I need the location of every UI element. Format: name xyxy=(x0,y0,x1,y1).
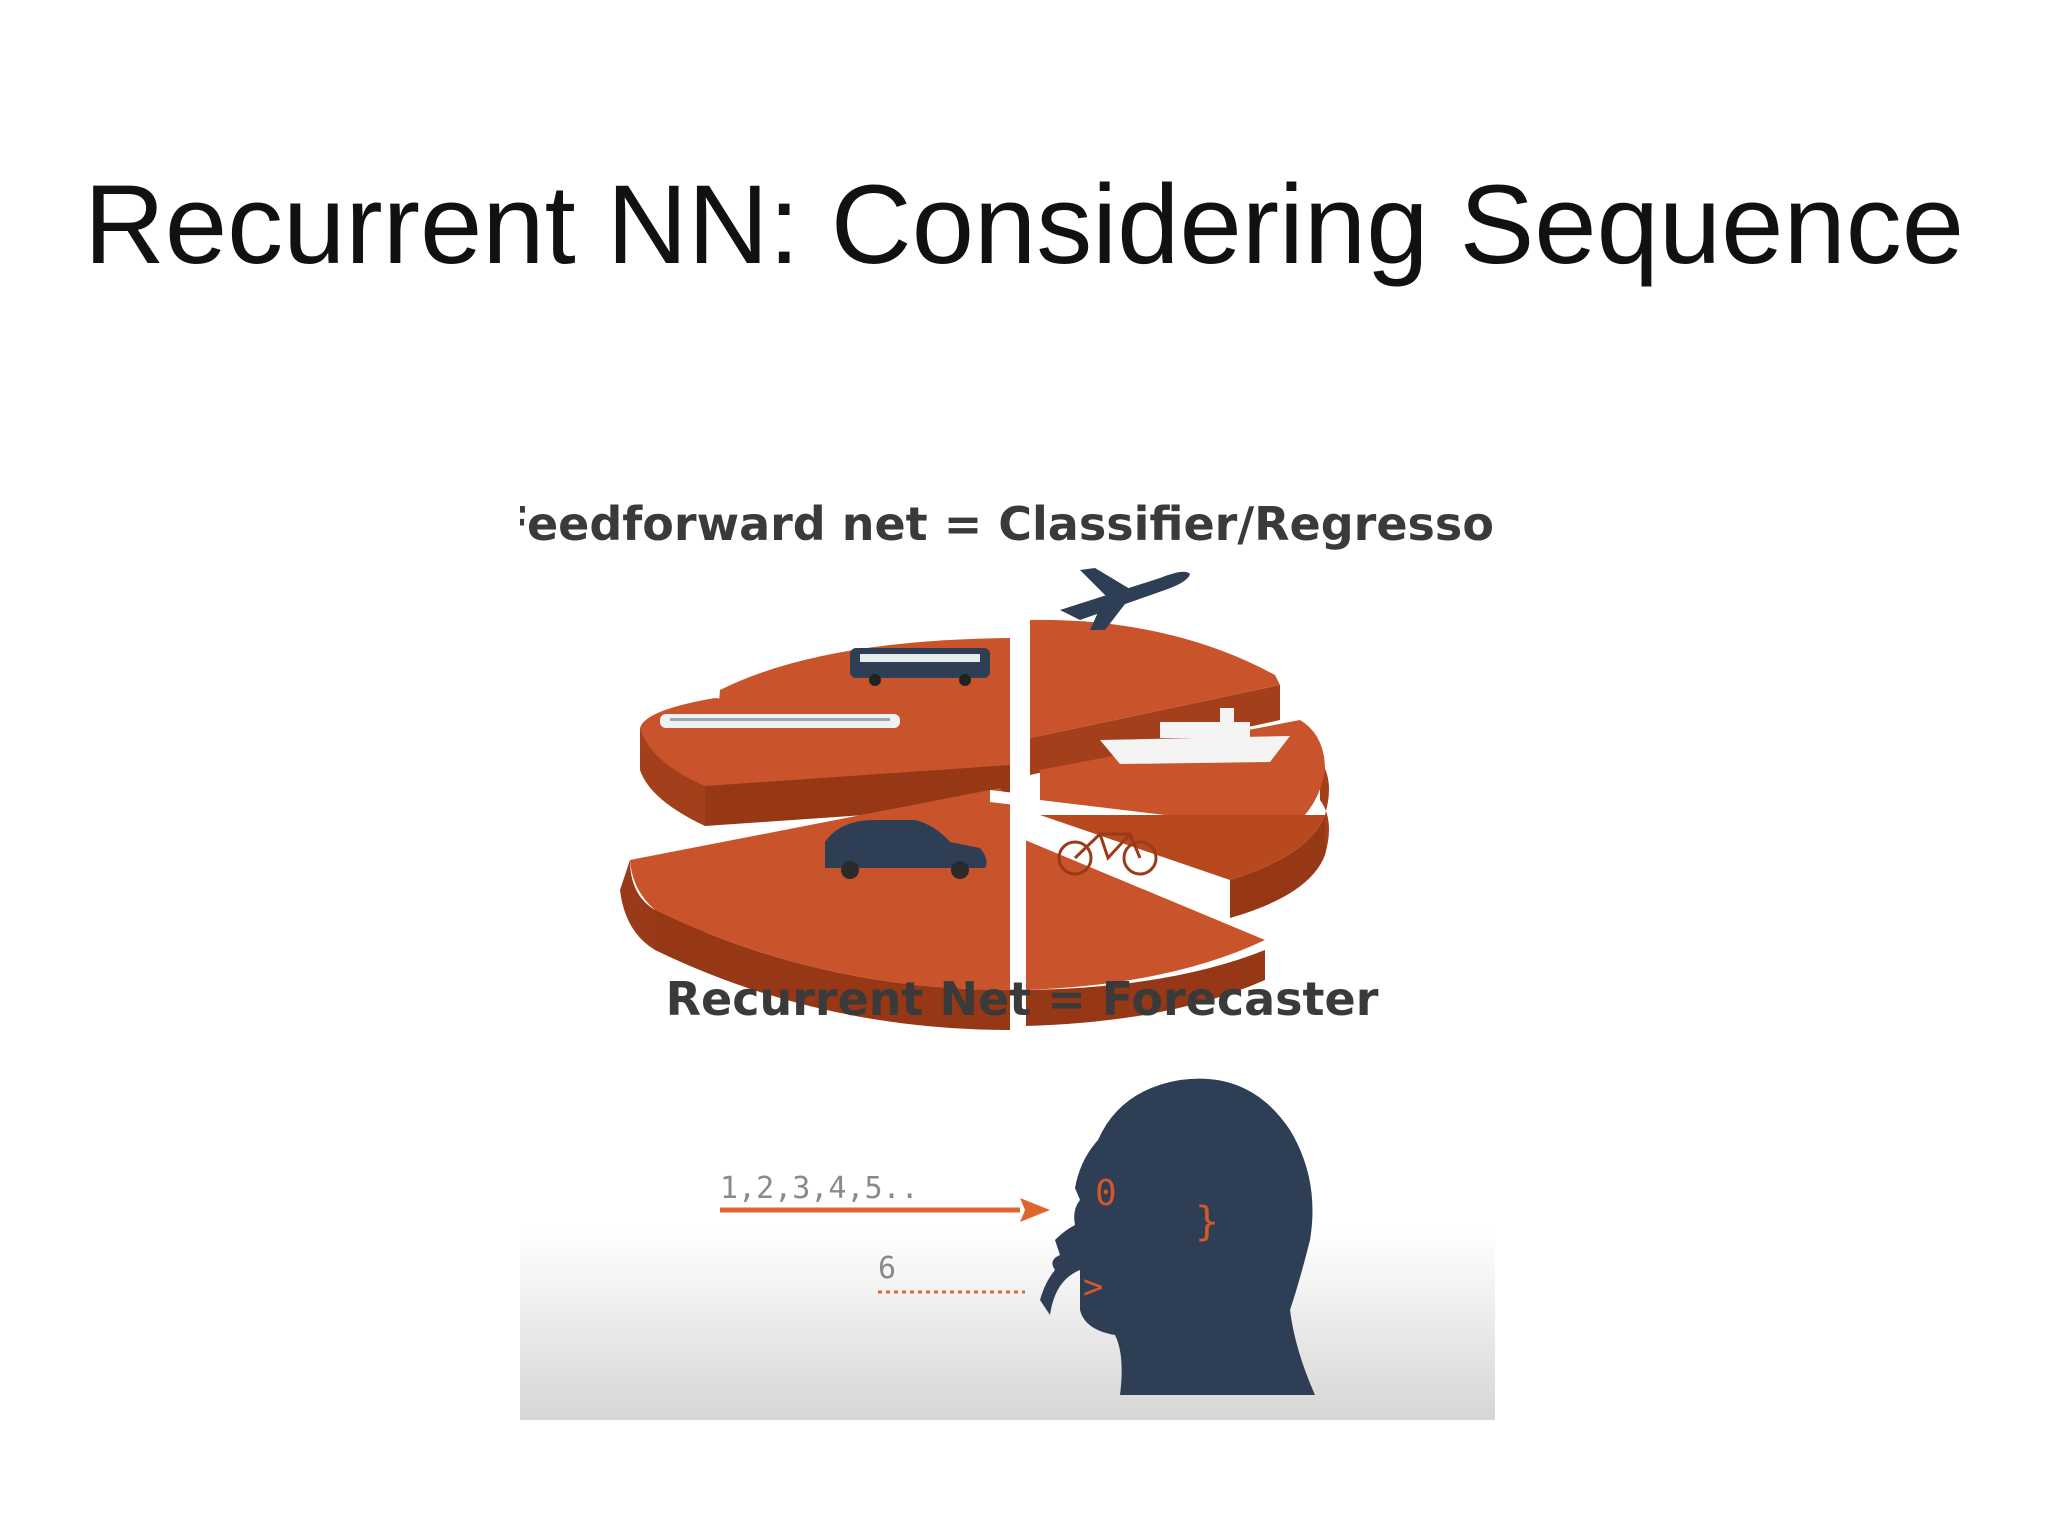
airplane-icon xyxy=(1060,568,1190,630)
rnn-figure: Feedforward net = Classifier/Regressor xyxy=(520,470,1495,1420)
pie-slice-bicycle xyxy=(1025,840,1265,990)
prediction-label: 6 xyxy=(878,1251,896,1286)
bottom-shade xyxy=(520,1230,1495,1420)
figure-canvas: Feedforward net = Classifier/Regressor xyxy=(520,497,1495,1420)
face-ear-symbol: } xyxy=(1195,1199,1219,1245)
face-mouth-symbol: > xyxy=(1083,1267,1103,1307)
bicycle-icon xyxy=(1057,832,1158,876)
pie-slice-airplane xyxy=(1030,619,1280,738)
car-icon xyxy=(825,820,987,879)
input-arrow xyxy=(720,1198,1050,1222)
input-sequence-label: 1,2,3,4,5.. xyxy=(720,1171,919,1206)
face-eye-symbol: 0 xyxy=(1095,1173,1117,1214)
recurrent-caption: Recurrent Net = Forecaster xyxy=(666,972,1379,1026)
bus-icon xyxy=(850,648,990,686)
ship-icon xyxy=(1100,708,1290,764)
head-silhouette xyxy=(1040,1078,1315,1395)
slide-title: Recurrent NN: Considering Sequence xyxy=(83,162,1965,287)
train-icon xyxy=(660,714,900,728)
feedforward-caption: Feedforward net = Classifier/Regressor xyxy=(520,497,1495,551)
